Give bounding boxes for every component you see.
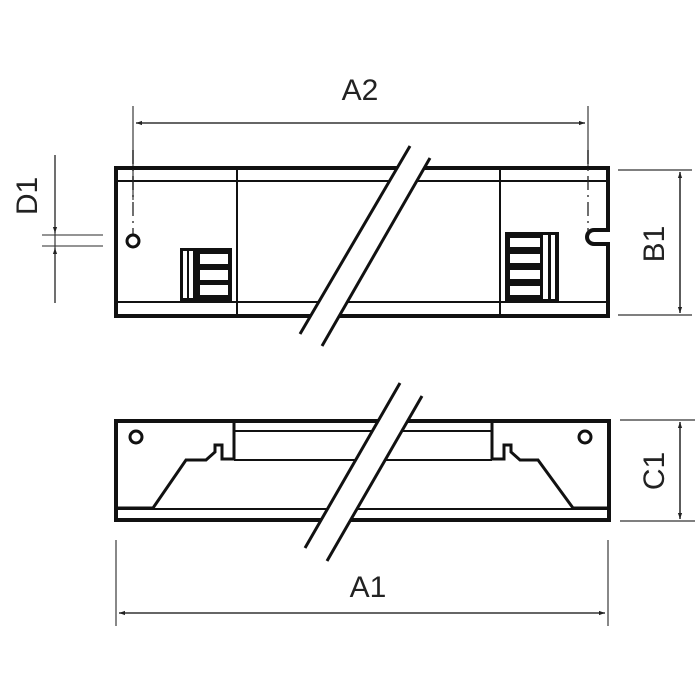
label-a2: A2 <box>342 74 379 107</box>
terminal-block-left-icon <box>180 248 232 301</box>
label-d1: D1 <box>11 177 44 215</box>
dimension-d1: D1 <box>11 155 103 303</box>
mounting-hole-side-right-icon <box>577 429 593 445</box>
dimension-b1: B1 <box>618 169 692 316</box>
dimension-c1: C1 <box>620 419 695 522</box>
label-b1: B1 <box>638 226 671 263</box>
label-c1: C1 <box>638 452 671 490</box>
top-view <box>114 145 610 347</box>
break-line-top <box>298 145 432 347</box>
dimension-a1: A1 <box>115 540 609 626</box>
terminal-block-right-icon <box>505 232 559 302</box>
side-view-housing-outline <box>114 419 611 522</box>
break-line-side <box>303 382 424 562</box>
side-view <box>114 382 611 562</box>
label-a1: A1 <box>350 571 387 604</box>
mounting-hole-left-icon <box>125 233 141 249</box>
mounting-hole-side-left-icon <box>128 429 144 445</box>
top-view-housing-outline <box>114 166 610 318</box>
dimension-a2: A2 <box>132 74 589 200</box>
